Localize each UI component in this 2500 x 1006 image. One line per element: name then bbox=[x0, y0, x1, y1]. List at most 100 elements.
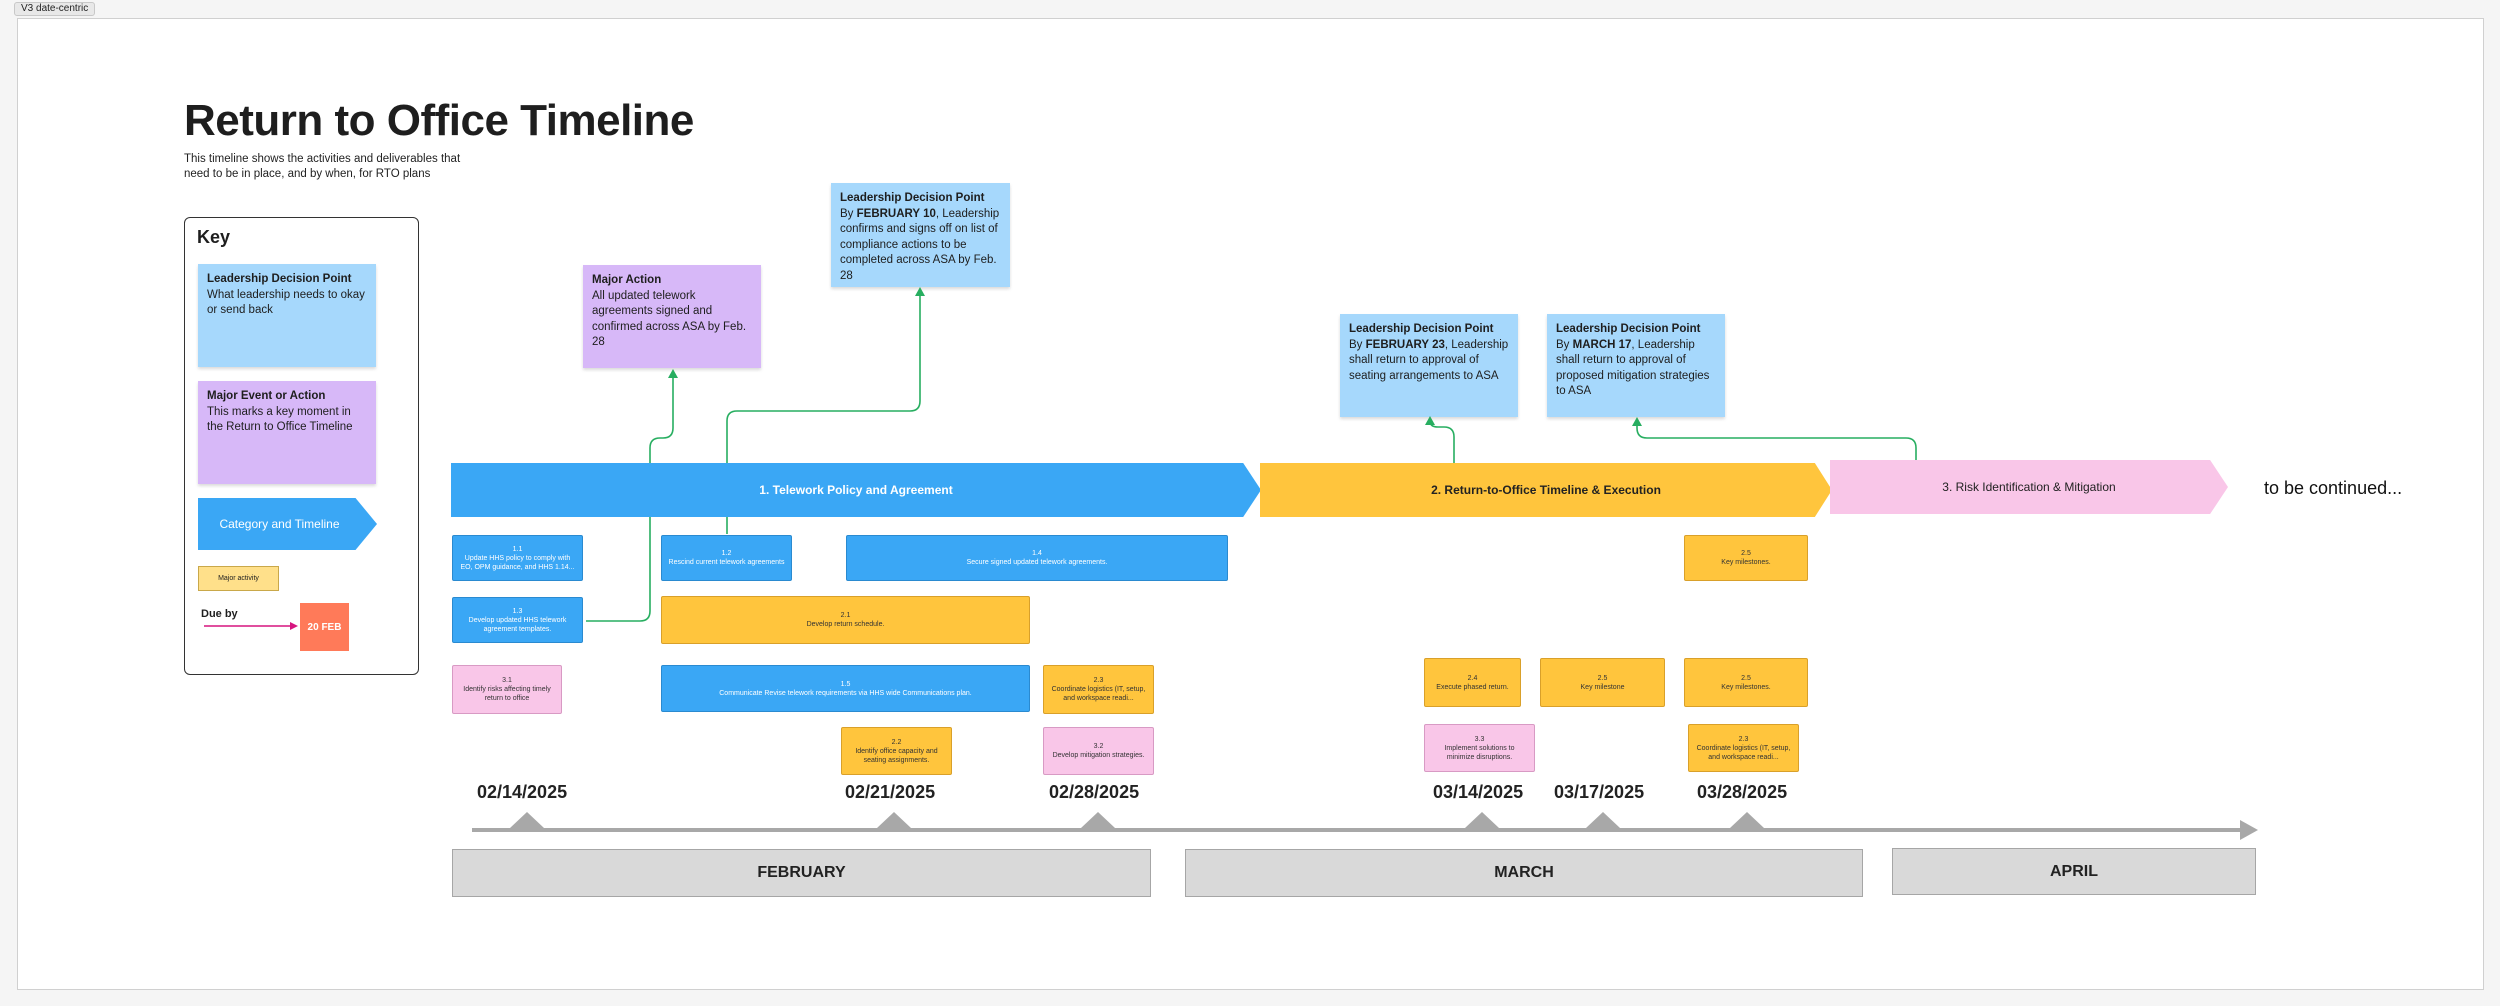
task-number: 1.3 bbox=[512, 607, 523, 615]
task-number: 2.5 bbox=[1741, 550, 1751, 557]
key-event-text: This marks a key moment in the Return to… bbox=[207, 405, 353, 434]
date-marker-icon bbox=[1081, 812, 1115, 828]
task-text: Update HHS policy to comply with EO, OPM… bbox=[460, 554, 575, 571]
task-number: 2.3 bbox=[1093, 677, 1104, 684]
month-april: APRIL bbox=[1892, 848, 2256, 895]
key-due-date-text: 20 FEB bbox=[307, 621, 342, 633]
date-marker-icon bbox=[510, 812, 544, 828]
task-number: 1.2 bbox=[721, 550, 732, 557]
major-action-sticky[interactable]: Major Action All updated telework agreem… bbox=[583, 265, 761, 368]
category-rto-execution[interactable]: 2. Return-to-Office Timeline & Execution bbox=[1260, 463, 1832, 517]
date-label: 03/17/2025 bbox=[1554, 782, 1645, 802]
ldp2-pre: By bbox=[1349, 338, 1366, 351]
ldp2-date: FEBRUARY 23 bbox=[1365, 338, 1445, 351]
ldp3-date: MARCH 17 bbox=[1572, 338, 1632, 351]
ldp1-text: , Leadership confirms and signs off on l… bbox=[840, 207, 1000, 282]
month-label: FEBRUARY bbox=[757, 864, 846, 881]
frame-label[interactable]: V3 date-centric bbox=[14, 2, 96, 16]
task-text: Develop mitigation strategies. bbox=[1052, 752, 1145, 759]
task-text: Communicate Revise telework requirements… bbox=[719, 689, 972, 697]
leadership-decision-sticky-mar17[interactable]: Leadership Decision Point By MARCH 17, L… bbox=[1547, 314, 1725, 417]
key-due-date-badge[interactable]: 20 FEB bbox=[300, 603, 349, 651]
key-category-chevron[interactable]: Category and Timeline bbox=[198, 498, 377, 550]
page-subtitle: This timeline shows the activities and d… bbox=[184, 153, 461, 180]
date-label: 03/14/2025 bbox=[1433, 782, 1524, 802]
task-text: Coordinate logistics (IT, setup, and wor… bbox=[1696, 744, 1791, 761]
task-text: Key milestone bbox=[1580, 683, 1625, 691]
leadership-decision-sticky-feb23[interactable]: Leadership Decision Point By FEBRUARY 23… bbox=[1340, 314, 1518, 417]
month-march: MARCH bbox=[1185, 849, 1863, 897]
ldp1-heading: Leadership Decision Point bbox=[840, 192, 985, 204]
page-title: Return to Office Timeline bbox=[184, 96, 694, 145]
date-label: 02/28/2025 bbox=[1049, 782, 1140, 802]
key-decision-text: What leadership needs to okay or send ba… bbox=[207, 288, 365, 317]
key-event-heading: Major Event or Action bbox=[207, 390, 326, 402]
task-number: 3.2 bbox=[1093, 743, 1104, 750]
connector-to-ldp3 bbox=[1636, 422, 1917, 460]
key-category-label: Category and Timeline bbox=[219, 517, 340, 531]
task-text: Coordinate logistics (IT, setup, and wor… bbox=[1051, 686, 1146, 702]
ldp1-pre: By bbox=[840, 207, 857, 220]
task-text: Key milestones. bbox=[1721, 683, 1771, 691]
due-by-arrowhead-icon bbox=[290, 622, 298, 630]
task-number: 3.1 bbox=[502, 677, 512, 684]
key-major-activity[interactable]: Major activity bbox=[198, 566, 279, 591]
task-number: 1.4 bbox=[1032, 550, 1042, 557]
category-risk-mitigation[interactable]: 3. Risk Identification & Mitigation bbox=[1830, 460, 2228, 514]
task-text: Identify office capacity and seating ass… bbox=[855, 747, 938, 764]
key-due-by-label: Due by bbox=[201, 608, 238, 620]
key-event-sticky[interactable]: Major Event or Action This marks a key m… bbox=[198, 381, 376, 484]
key-decision-heading: Leadership Decision Point bbox=[207, 273, 352, 285]
task-number: 2.1 bbox=[840, 612, 851, 619]
ldp1-date: FEBRUARY 10 bbox=[856, 207, 936, 220]
date-marker-icon bbox=[877, 812, 911, 828]
leadership-decision-sticky-feb10[interactable]: Leadership Decision Point By FEBRUARY 10… bbox=[831, 183, 1010, 287]
key-title: Key bbox=[197, 227, 231, 247]
to-be-continued-label: to be continued... bbox=[2264, 478, 2403, 498]
date-label: 03/28/2025 bbox=[1697, 782, 1788, 802]
key-decision-sticky[interactable]: Leadership Decision Point What leadershi… bbox=[198, 264, 376, 367]
task-text: Identify risks affecting timely return t… bbox=[463, 686, 551, 702]
arrowhead-icon bbox=[915, 287, 925, 296]
task-number: 3.3 bbox=[1474, 735, 1485, 743]
connector-1-3-to-major-action bbox=[586, 374, 674, 622]
date-marker-icon bbox=[1586, 812, 1620, 828]
task-text: Key milestones. bbox=[1721, 559, 1771, 566]
task-number: 2.5 bbox=[1597, 674, 1608, 682]
arrowhead-icon bbox=[1632, 417, 1642, 426]
ldp2-heading: Leadership Decision Point bbox=[1349, 323, 1494, 335]
task-text: Develop return schedule. bbox=[806, 621, 885, 628]
task-text: Implement solutions to minimize disrupti… bbox=[1444, 744, 1515, 761]
task-number: 2.3 bbox=[1738, 735, 1749, 743]
major-action-text: All updated telework agreements signed a… bbox=[592, 289, 747, 349]
major-action-heading: Major Action bbox=[592, 274, 662, 286]
task-text: Secure signed updated telework agreement… bbox=[966, 559, 1108, 566]
date-label: 02/14/2025 bbox=[477, 782, 568, 802]
date-label: 02/21/2025 bbox=[845, 782, 936, 802]
key-major-activity-label: Major activity bbox=[218, 575, 259, 582]
month-february: FEBRUARY bbox=[452, 849, 1151, 897]
ldp3-heading: Leadership Decision Point bbox=[1556, 323, 1701, 335]
category-telework-policy[interactable]: 1. Telework Policy and Agreement bbox=[451, 463, 1261, 517]
task-number: 2.5 bbox=[1741, 674, 1751, 682]
task-number: 1.1 bbox=[512, 545, 523, 553]
task-number: 1.5 bbox=[840, 680, 851, 688]
task-text: Develop updated HHS telework agreement t… bbox=[468, 616, 567, 633]
